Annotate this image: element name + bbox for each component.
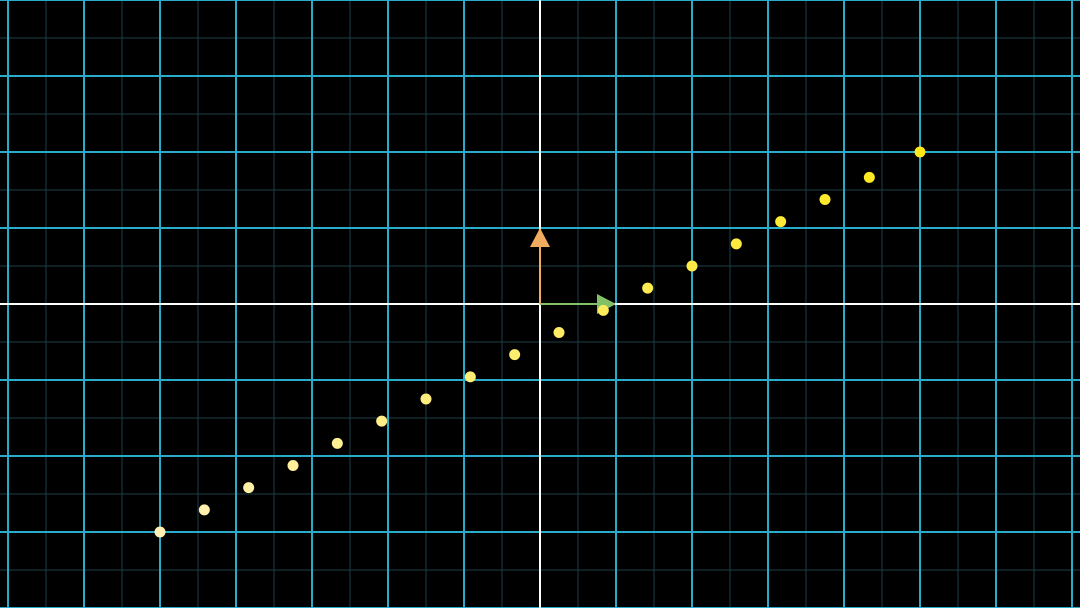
dot (464, 371, 476, 383)
dot (597, 304, 609, 316)
dot (775, 216, 787, 228)
dot (819, 194, 831, 205)
dot (730, 238, 742, 250)
dot (642, 282, 654, 294)
j-hat-vector-head (530, 228, 550, 247)
dot (686, 260, 698, 272)
dot (198, 504, 210, 516)
dot (914, 146, 926, 158)
dot (553, 327, 565, 338)
dot-sequence (154, 146, 926, 538)
dot (154, 526, 166, 538)
dot (420, 393, 432, 405)
dot (376, 415, 388, 427)
dot (331, 437, 343, 449)
dot (509, 349, 521, 361)
dot (287, 460, 299, 471)
dot (863, 171, 875, 183)
basis-vectors (530, 228, 616, 314)
dot (243, 482, 255, 494)
